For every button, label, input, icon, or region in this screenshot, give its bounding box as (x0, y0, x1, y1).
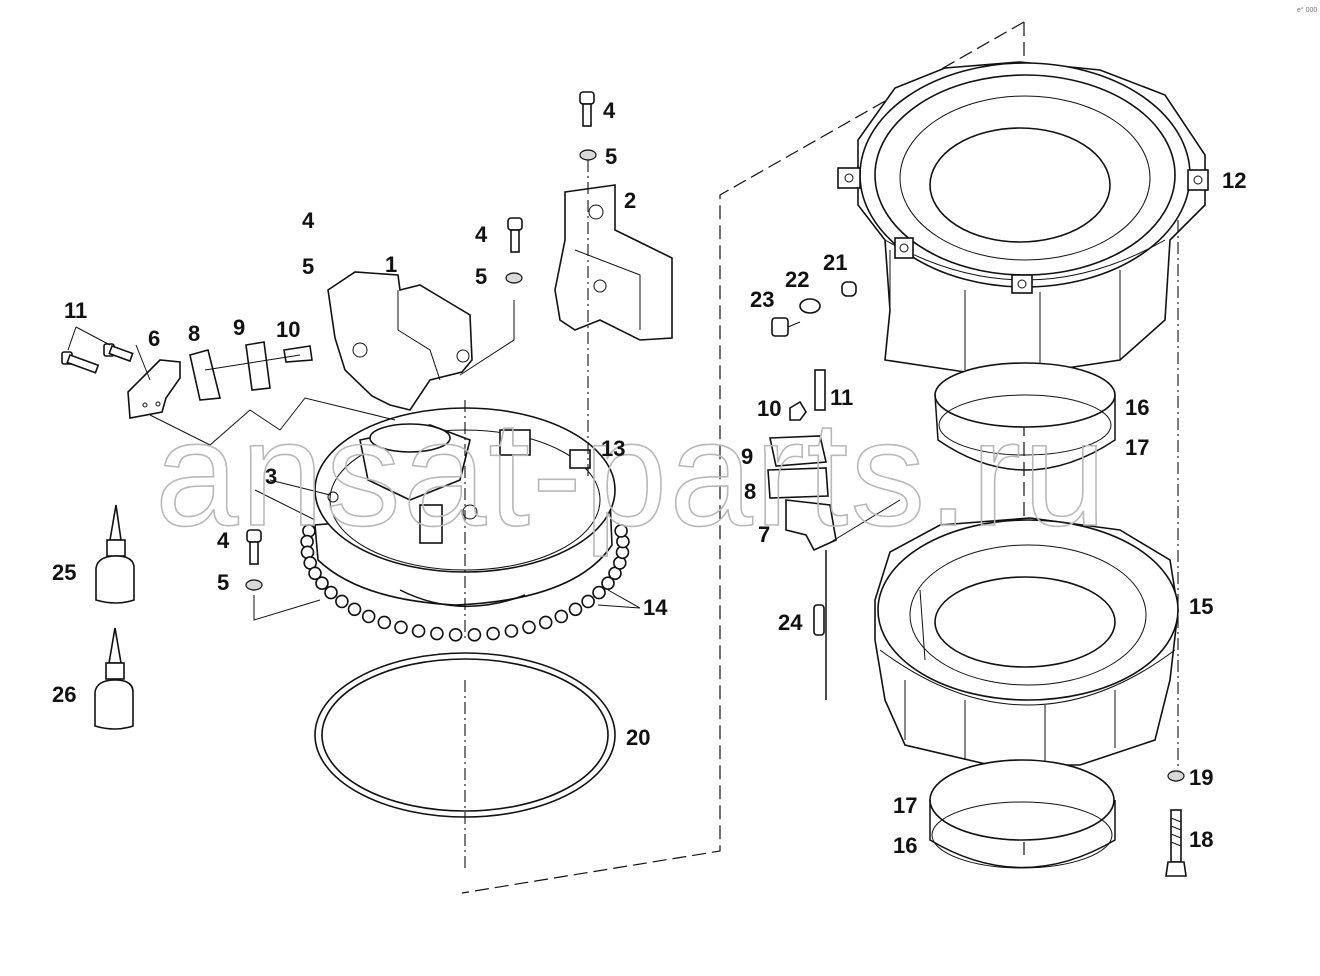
ball (347, 602, 362, 617)
ball (486, 626, 500, 641)
callout-6: 6 (148, 326, 160, 351)
ball (394, 620, 408, 635)
ball (522, 620, 536, 635)
callout-5-mid: 5 (475, 264, 487, 289)
callout-24: 24 (778, 610, 803, 635)
part-4-5-screw-washer-mid (459, 217, 523, 376)
callout-11-left: 11 (64, 298, 87, 323)
part-2-bracket (554, 184, 673, 341)
callout-13: 13 (601, 436, 625, 461)
callout-labels: 1 2 3 4 5 4 5 4 5 4 5 6 7 8 8 9 9 10 10 … (52, 98, 1246, 858)
callout-17-lower: 17 (893, 793, 917, 818)
part-12-upper-housing (837, 61, 1209, 373)
callout-25: 25 (52, 560, 76, 585)
ball (592, 585, 606, 600)
ball (448, 627, 463, 642)
callout-22: 22 (785, 267, 809, 292)
callout-16-upper: 16 (1125, 395, 1149, 420)
part-3-13-carrier (314, 200, 616, 640)
part-4-5-screw-washer-top (579, 91, 597, 195)
part-26-sealant-bottle (94, 627, 134, 730)
callout-18: 18 (1189, 827, 1213, 852)
part-1-housing-block (327, 271, 473, 411)
part-4-5-screw-washer-low (245, 489, 321, 621)
ball (538, 615, 553, 630)
watermark-text: ansat-parts.ru (155, 389, 1108, 557)
ball (504, 624, 519, 638)
callout-11-right: 11 (830, 385, 853, 410)
part-20-seal-ring (314, 652, 616, 870)
callout-14: 14 (643, 595, 668, 620)
callout-8-right: 8 (744, 479, 756, 504)
part-25-sealant-bottle (95, 504, 135, 604)
part-21-22-23-plug-seal (771, 281, 857, 337)
callout-19: 19 (1189, 765, 1213, 790)
ball (411, 624, 426, 638)
ball (554, 609, 569, 624)
callout-2: 2 (624, 188, 636, 213)
callout-7: 7 (758, 522, 770, 547)
part-14-balls (300, 524, 630, 642)
callout-16-lower: 16 (893, 833, 917, 858)
callout-23: 23 (750, 287, 774, 312)
callout-26: 26 (52, 682, 76, 707)
part-6-11-left-bracket-group (61, 326, 396, 446)
ball (377, 615, 392, 630)
ball (324, 585, 338, 600)
corner-mark: e° 000 (1297, 6, 1317, 14)
callout-1: 1 (385, 252, 397, 277)
ball (430, 626, 444, 641)
callout-9-left: 9 (233, 315, 245, 340)
part-16-17-upper-rings (934, 362, 1116, 471)
part-16-17-lower-rings (929, 759, 1116, 869)
leader-lines (269, 479, 641, 609)
callout-15: 15 (1189, 594, 1213, 619)
callout-4-low: 4 (217, 528, 230, 553)
ball (315, 576, 329, 591)
ball (467, 627, 482, 642)
callout-5-left: 5 (302, 254, 314, 279)
callout-3: 3 (265, 464, 277, 489)
ball (614, 524, 628, 538)
part-7-11-right-bracket-group (767, 369, 901, 700)
callout-10-right: 10 (757, 396, 781, 421)
callout-4-left: 4 (302, 208, 315, 233)
callout-10-left: 10 (276, 317, 300, 342)
ball (601, 576, 615, 591)
callout-12: 12 (1222, 168, 1246, 193)
ball (308, 566, 322, 581)
callout-21: 21 (823, 250, 847, 275)
part-18-19-bolt-washer (1165, 220, 1187, 877)
callout-17-upper: 17 (1125, 435, 1149, 460)
callout-4-top: 4 (603, 98, 616, 123)
ball (335, 594, 349, 609)
ball (581, 594, 595, 609)
callout-4-mid: 4 (475, 222, 488, 247)
callout-5-low: 5 (217, 570, 229, 595)
callout-8-left: 8 (188, 321, 200, 346)
callout-20: 20 (626, 725, 650, 750)
ball (361, 609, 376, 624)
callout-5-top: 5 (605, 144, 617, 169)
ball (568, 602, 583, 617)
callout-9-right: 9 (741, 444, 753, 469)
